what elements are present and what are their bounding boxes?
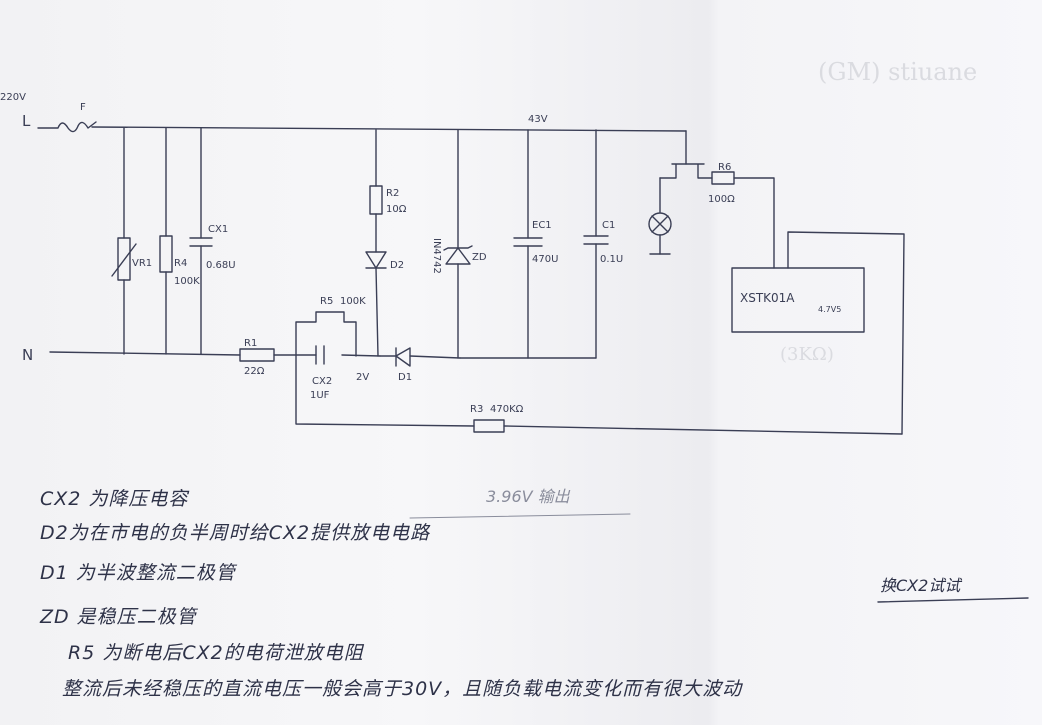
module-label: XSTK01A xyxy=(740,291,795,305)
note-line-5: R5 为断电后CX2的电荷泄放电阻 xyxy=(68,642,364,664)
resistor-r4: R4 100K xyxy=(159,127,200,355)
top-rail xyxy=(91,126,687,132)
cx2-voltage-label: 2V xyxy=(356,372,369,383)
module-sub-label: 4.7V5 xyxy=(818,305,841,314)
ghost-text-2: (3KΩ) xyxy=(780,344,834,365)
bus-voltage-label: 43V xyxy=(528,114,548,125)
neutral-rail xyxy=(49,351,241,356)
ec1-value: 470U xyxy=(532,254,558,265)
neutral-label: N xyxy=(22,346,33,364)
vr1-label: VR1 xyxy=(132,258,152,269)
c1-label: C1 xyxy=(602,220,615,231)
switch-and-lamp xyxy=(648,130,713,255)
output-underline xyxy=(409,513,631,519)
ghost-text: (GM) stiuane xyxy=(818,58,977,86)
note-line-1: CX2 为降压电容 xyxy=(40,488,189,510)
note-line-6: 整流后未经稳压的直流电压一般会高于30V，且随负载电流变化而有很大波动 xyxy=(62,678,743,700)
r5-label: R5 xyxy=(320,296,333,307)
supply-voltage-label: 220V xyxy=(0,92,26,103)
resistor-r3: R3 470KΩ xyxy=(295,354,903,435)
r3-label: R3 xyxy=(470,404,483,415)
r5-value: 100K xyxy=(340,296,366,307)
cx1-value: 0.68U xyxy=(206,260,236,271)
r2-label: R2 xyxy=(386,188,399,199)
r4-value: 100K xyxy=(174,276,200,287)
ec1-label: EC1 xyxy=(532,220,552,231)
r4-label: R4 xyxy=(174,258,187,269)
r3-value: 470KΩ xyxy=(490,404,524,415)
r6-value: 100Ω xyxy=(708,194,735,205)
note-line-3: D1 为半波整流二极管 xyxy=(40,562,236,584)
capacitor-cx1: CX1 0.68U xyxy=(189,127,236,355)
resistor-r6: R6 100Ω xyxy=(708,162,775,269)
output-voltage-note: 3.96V 输出 xyxy=(486,487,570,506)
cx1-label: CX1 xyxy=(208,224,228,235)
diode-d1: D1 xyxy=(379,347,461,383)
fuse: F xyxy=(37,102,97,133)
resistor-r1: R1 22Ω xyxy=(239,338,297,377)
zd-part-label: IN4742 xyxy=(431,238,442,274)
r1-label: R1 xyxy=(244,338,257,349)
r2-d2-branch: R2 10Ω D2 xyxy=(365,129,407,357)
r2-value: 10Ω xyxy=(386,204,407,215)
r6-label: R6 xyxy=(718,162,731,173)
zener-zd: IN4742 ZD xyxy=(431,129,487,359)
cx2-value: 1UF xyxy=(310,390,330,401)
side-note-underline xyxy=(877,597,1029,603)
c1-value: 0.1U xyxy=(600,254,623,265)
line-label: L xyxy=(22,112,31,130)
note-line-2: D2为在市电的负半周时给CX2提供放电电路 xyxy=(40,522,431,544)
r1-value: 22Ω xyxy=(244,366,265,377)
d1-label: D1 xyxy=(398,372,412,383)
capacitor-ec1: EC1 470U xyxy=(513,129,558,359)
side-note: 换CX2试试 xyxy=(880,576,961,595)
varistor-vr1: VR1 xyxy=(111,127,152,355)
cx2-r5-block: R5 100K CX2 1UF 2V xyxy=(295,296,381,401)
note-line-4: ZD 是稳压二极管 xyxy=(40,606,197,628)
module-xstk01a: XSTK01A 4.7V5 xyxy=(731,231,905,435)
fuse-label: F xyxy=(80,102,86,113)
d2-label: D2 xyxy=(390,260,404,271)
cx2-label: CX2 xyxy=(312,376,332,387)
zd-label: ZD xyxy=(472,252,487,263)
capacitor-c1: C1 0.1U xyxy=(583,129,623,359)
